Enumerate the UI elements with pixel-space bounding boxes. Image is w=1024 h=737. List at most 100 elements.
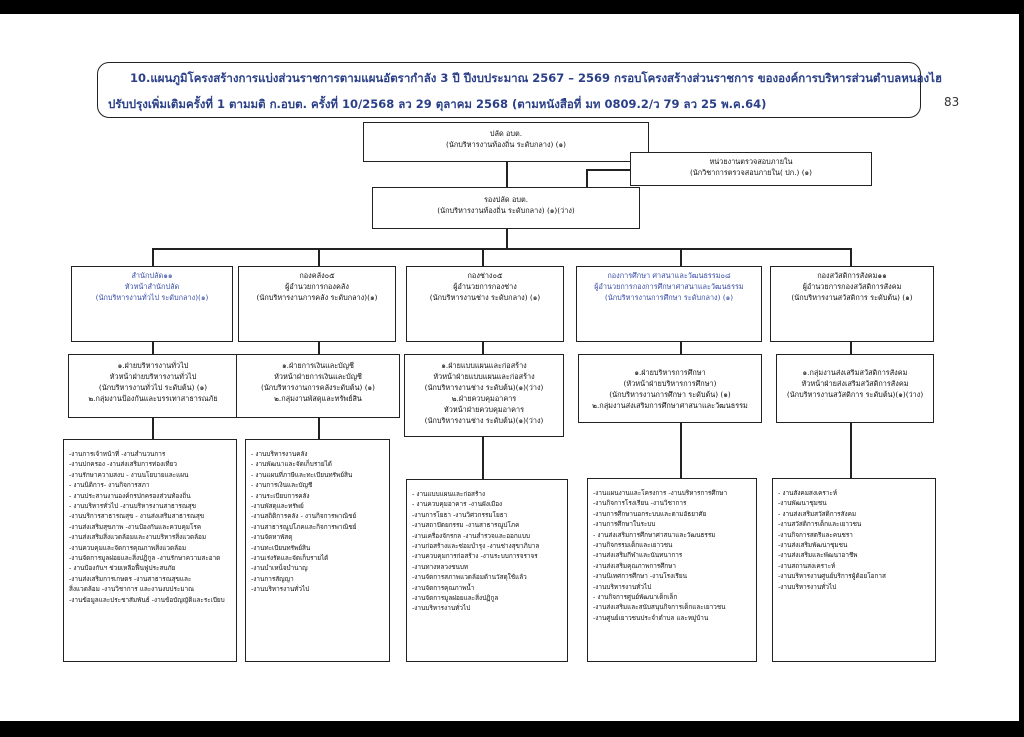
deputy-administrator-box: รองปลัด อบต. (นักบริหารงานท้องถิ่น ระดับ…: [372, 187, 640, 229]
task-item: -งานส่งเสริมสิ่งแวดล้อมและงานบริหารสิ่งแ…: [69, 533, 207, 542]
task-list-social-welfare: - งานสังคมสงเคราะห์ -งานพัฒนาชุมชน - งาน…: [772, 478, 936, 662]
task-item: -งานเร่งรัดและจัดเก็บรายได้: [251, 554, 329, 563]
task-item: -งานเครื่องจักรกล -งานสำรวจและออกแบบ: [412, 531, 530, 540]
deputy-position: (นักบริหารงานท้องถิ่น ระดับกลาง) (๑)(ว่า…: [437, 206, 575, 215]
chief-administrator-box: ปลัด อบต. (นักบริหารงานท้องถิ่น ระดับกลา…: [363, 122, 649, 162]
task-item: -งานบริหารงานศูนย์บริการผู้ด้อยโอกาส: [778, 572, 886, 581]
task-list-engineering: - งานแบบแผนและก่อสร้าง - งานควบคุมอาคาร …: [406, 479, 568, 662]
division-head-title: ผู้อำนวยการกองคลัง: [285, 282, 349, 291]
task-item: - งานประสานงานองค์กรปกครองส่วนท้องถิ่น: [69, 491, 191, 500]
subunit-line: ๑.ฝ่ายบริหารการศึกษา: [634, 368, 706, 377]
subunit-line: (นักบริหารงานทั่วไป ระดับต้น) (๑): [98, 383, 208, 392]
task-item: -งานนิเทศการศึกษา -งานโรงเรียน: [593, 572, 687, 581]
subunit-line: ๑.กลุ่มงานส่งเสริมสวัสดิการสังคม: [802, 368, 908, 377]
task-item: - งานการเงินและบัญชี: [251, 481, 313, 490]
task-item: - งานพัฒนาและจัดเก็บรายได้: [251, 460, 332, 469]
task-item: -งานจัดการมูลฝอยและสิ่งปฏิกูล -งานรักษาค…: [69, 554, 221, 563]
division-head-position: (นักบริหารงานการศึกษา ระดับกลาง) (๑): [604, 293, 734, 302]
task-item: - งานบริหารทั่วไป -งานบริหารงานสาธารณสุข: [69, 502, 197, 511]
task-item: -งานจัดการมูลฝอยและสิ่งปฏิกูล: [412, 594, 499, 603]
connector-audit-h: [586, 169, 630, 171]
task-item: -งานรักษาความสงบ - งานนโยบายและแผน: [69, 470, 189, 479]
task-item: -งานแผนงานและโครงการ -งานบริหารการศึกษา: [593, 489, 728, 497]
subunit-line: (นักบริหารงานการคลังระดับต้น) (๑): [260, 383, 376, 392]
subunit-line: หัวหน้าฝ่ายบริหารงานทั่วไป: [109, 372, 197, 381]
division-head-position: (นักบริหารงานช่าง ระดับกลาง) (๑): [429, 293, 541, 302]
division-name: กองคลัง๐๕: [299, 271, 335, 280]
division-head-position: (นักบริหารงานการคลัง ระดับกลาง)(๑): [256, 293, 378, 302]
connector-col5-b: [850, 422, 852, 479]
task-item: - งานแผนที่ภาษีและทะเบียนทรัพย์สิน: [251, 470, 353, 479]
subunit-line: ๒.กลุ่มงานพัสดุและทรัพย์สิน: [274, 394, 362, 403]
subunit-line: (นักบริหารงานช่าง ระดับต้น)(๑)(ว่าง): [424, 416, 544, 425]
task-item: -งานบริหารงานทั่วไป: [251, 585, 310, 594]
connector-col5-a: [850, 341, 852, 355]
task-item: -งานส่งเสริมและพัฒนาอาชีพ: [778, 551, 858, 560]
connector-div-5: [850, 248, 852, 266]
division-head-title: ผู้อำนวยการกองช่าง: [453, 282, 517, 291]
task-item: - งานควบคุมอาคาร -งานผังเมือง: [412, 500, 503, 509]
connector-col2-a: [318, 341, 320, 355]
task-item: -งานกิจการสตรีและคนชรา: [778, 530, 853, 539]
task-item: - งานส่งเสริมสวัสดิการสังคม: [778, 509, 857, 518]
scan-border-bottom: [0, 721, 1024, 737]
connector-audit-v: [586, 169, 588, 197]
scan-border-right: [1019, 0, 1024, 737]
division-head-title: หัวหน้าสำนักปลัด: [124, 282, 180, 291]
task-item: -งานส่งเสริมกีฬาและนันทนาการ: [593, 551, 683, 560]
division-head-finance: กองคลัง๐๕ ผู้อำนวยการกองคลัง (นักบริหารง…: [238, 266, 396, 342]
task-item: -งานข้อมูลและประชาสัมพันธ์ -งานข้อบัญญัต…: [69, 595, 225, 604]
subunit-line: ๑.ฝ่ายบริหารงานทั่วไป: [117, 361, 189, 370]
subunit-box-finance: ๑.ฝ่ายการเงินและบัญชี หัวหน้าฝ่ายการเงิน…: [236, 354, 400, 418]
task-item: -งานควบคุมและจัดการคุณภาพสิ่งแวดล้อม: [69, 543, 187, 552]
subunit-line: ๒.ฝ่ายควบคุมอาคาร: [451, 394, 517, 403]
task-item: - งานแบบแผนและก่อสร้าง: [412, 490, 486, 498]
task-item: -งานจัดหาพัสดุ: [251, 533, 293, 542]
title-frame: [97, 62, 921, 118]
task-item: - งานบริหารงานคลัง: [251, 450, 308, 458]
subunit-line: หัวหน้าฝ่ายควบคุมอาคาร: [443, 405, 525, 414]
task-item: -งานบำเหน็จบำนาญ: [251, 564, 308, 573]
task-item: -งานบริหารงานทั่วไป: [778, 582, 837, 591]
task-item: -งานการศึกษานอกระบบและตามอัธยาศัย: [593, 509, 707, 518]
chief-position: (นักบริหารงานท้องถิ่น ระดับกลาง) (๑): [445, 140, 566, 149]
task-list-office: -งานการเจ้าหน้าที่ -งานสำนวนการ -งานปกคร…: [63, 439, 237, 662]
subunit-line: (นักบริหารงานสวัสดิการ ระดับต้น)(๑)(ว่าง…: [786, 390, 924, 399]
task-item: -งานการโยธา -งานวิศวกรรมโยธา: [412, 510, 508, 519]
task-item: -งานสวัสดิการเด็กและเยาวชน: [778, 520, 862, 529]
task-item: -งานสถานสงเคราะห์: [778, 561, 836, 570]
subunit-line: หัวหน้าฝ่ายแบบแผนและก่อสร้าง: [433, 372, 535, 381]
division-head-office-of-permanent-secretary: สำนักปลัด๑๑ หัวหน้าสำนักปลัด (นักบริหารง…: [71, 266, 233, 342]
task-item: -งานศูนย์เยาวชนประจำตำบล และหมู่บ้าน: [593, 613, 709, 622]
task-item: -งานการสัญญา: [251, 574, 294, 583]
division-head-engineering: กองช่าง๐๕ ผู้อำนวยการกองช่าง (นักบริหารง…: [406, 266, 564, 342]
division-name: กองช่าง๐๕: [467, 271, 503, 280]
task-item: -งานสถิติการคลัง - งานกิจการพาณิชย์: [251, 512, 357, 521]
connector-deputy-bus: [506, 228, 508, 248]
task-item: -งานก่อสร้างและซ่อมบำรุง -งานช่างสุขาภิบ…: [412, 542, 540, 551]
task-item: สิ่งแวดล้อม -งานวิชาการ และงานงบประมาณ: [69, 585, 195, 594]
task-item: -งานการเจ้าหน้าที่ -งานสำนวนการ: [69, 450, 166, 458]
task-item: -งานปกครอง -งานส่งเสริมการท่องเที่ยว: [69, 460, 177, 469]
connector-chief-deputy: [506, 161, 508, 187]
scan-border-top: [0, 0, 1024, 14]
task-item: - งานนิติการ- งานกิจการสภา: [69, 481, 150, 490]
internal-audit-box: หน่วยงานตรวจสอบภายใน (นักวิชาการตรวจสอบภ…: [630, 152, 872, 186]
connector-div-2: [318, 248, 320, 266]
subunit-line: หัวหน้าฝ่ายการเงินและบัญชี: [274, 372, 362, 381]
connector-col3-a: [482, 341, 484, 355]
task-item: -งานบริหารงานทั่วไป: [412, 604, 471, 613]
task-item: -งานจัดการสภาพแวดล้อมด้านวัสดุใช้แล้ว: [412, 573, 527, 582]
division-head-title: ผู้อำนวยการกองการศึกษาศาสนาและวัฒนธรรม: [594, 282, 744, 291]
division-name: กองสวัสดิการสังคม๑๑: [817, 271, 887, 280]
connector-col3-b: [482, 436, 484, 480]
division-head-position: (นักบริหารงานสวัสดิการ ระดับต้น) (๑): [791, 293, 913, 302]
task-item: -งานทางหลวงชนบท: [412, 562, 469, 571]
task-item: -งานส่งเสริมสุขภาพ -งานป้องกันและควบคุมโ…: [69, 522, 202, 531]
connector-col4-b: [680, 422, 682, 479]
subunit-line: ๑.ฝ่ายการเงินและบัญชี: [282, 361, 354, 370]
connector-col1-a: [152, 341, 154, 355]
chart-title-line-1: 10.แผนภูมิโครงสร้างการแบ่งส่วนราชการตามแ…: [130, 71, 942, 85]
connector-col4-a: [680, 341, 682, 355]
connector-div-1: [152, 248, 154, 266]
